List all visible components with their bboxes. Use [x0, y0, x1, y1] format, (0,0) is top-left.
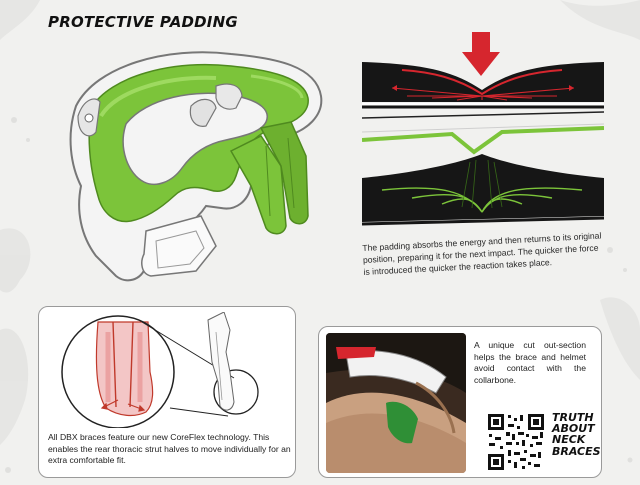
page-title: PROTECTIVE PADDING — [48, 13, 238, 31]
truth-line-4: BRACES — [552, 444, 601, 458]
down-arrow-icon — [462, 32, 500, 76]
collarbone-photo — [326, 333, 466, 473]
neck-brace-illustration — [69, 51, 323, 282]
coreflex-strut-illustration — [61, 312, 259, 428]
truth-line-1: TRUTH — [552, 411, 594, 424]
truth-line-3: NECK — [552, 433, 586, 447]
cutout-description: A unique cut out-section helps the brace… — [474, 340, 586, 385]
truth-about-neck-braces-badge[interactable]: TRUTH ABOUT NECK BRACES — [552, 412, 612, 457]
coreflex-description: All DBX braces feature our new CoreFlex … — [48, 432, 291, 465]
padding-absorption-diagram — [362, 32, 604, 226]
qr-code-icon[interactable] — [486, 412, 546, 472]
truth-line-2: ABOUT — [552, 422, 595, 436]
coreflex-panel — [38, 306, 296, 478]
